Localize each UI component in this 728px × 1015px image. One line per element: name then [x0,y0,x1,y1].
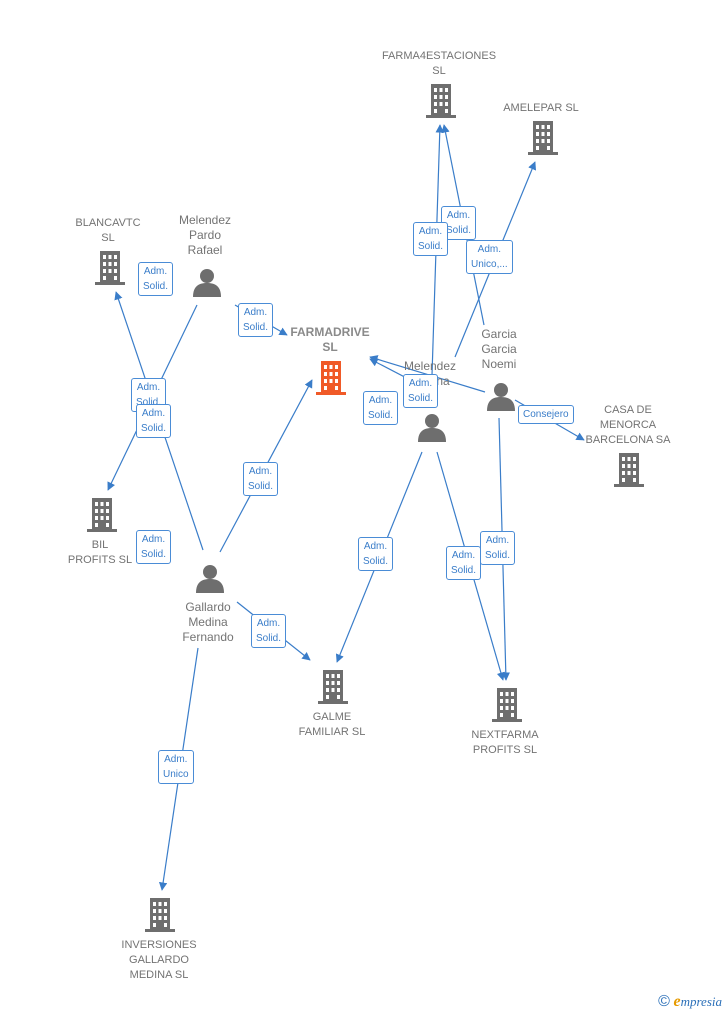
blancavtc-label[interactable]: BLANCAVTC SL [75,217,141,244]
relation-badge[interactable]: Adm. Solid. [413,222,449,256]
relation-badge[interactable]: Adm. Solid. [403,374,439,408]
bil-profits-label[interactable]: BIL PROFITS SL [67,539,133,566]
farmadrive-building-icon[interactable] [316,361,346,395]
relation-badge[interactable]: Adm. Solid. [136,404,172,438]
melendez-pardo-person-icon[interactable] [193,269,221,297]
casa-menorca-building-icon[interactable] [614,453,644,487]
copyright-symbol: © [658,993,670,1010]
inversiones-label[interactable]: INVERSIONES GALLARDO MEDINA SL [121,939,197,981]
garcia-label[interactable]: Garcia Garcia Noemi [481,327,517,371]
gallardo-label[interactable]: Gallardo Medina Fernando [182,600,234,644]
bil-profits-building-icon[interactable] [87,498,117,532]
blancavtc-building-icon[interactable] [95,251,125,285]
relation-badge[interactable]: Adm. Solid. [136,530,172,564]
farma4estaciones-building-icon[interactable] [426,84,456,118]
nextfarma-building-icon[interactable] [492,688,522,722]
relation-badge[interactable]: Adm. Solid. [238,303,274,337]
garcia-person-icon[interactable] [487,383,515,411]
nextfarma-label[interactable]: NEXTFARMA PROFITS SL [471,729,539,756]
galme-label[interactable]: GALME FAMILIAR SL [298,711,366,738]
relation-badge[interactable]: Consejero [518,405,574,424]
brand-e-logo: e [673,993,681,1010]
melendez-pardo-label[interactable]: Melendez Pardo Rafael [178,213,232,257]
relation-badge[interactable]: Adm. Unico [158,750,194,784]
brand-name: mpresia [680,994,722,1009]
amelepar-building-icon[interactable] [528,121,558,155]
relation-badge[interactable]: Adm. Solid. [446,546,482,580]
relation-badge[interactable]: Adm. Solid. [480,531,516,565]
relation-badge[interactable]: Adm. Solid. [138,262,174,296]
gallardo-person-icon[interactable] [196,565,224,593]
melendez-medina-person-icon[interactable] [418,414,446,442]
relation-badge[interactable]: Adm. Solid. [243,462,279,496]
relation-badge[interactable]: Adm. Unico,... [466,240,513,274]
relation-badge[interactable]: Adm. Solid. [358,537,394,571]
inversiones-building-icon[interactable] [145,898,175,932]
amelepar-label[interactable]: AMELEPAR SL [503,102,579,114]
farma4estaciones-label[interactable]: FARMA4ESTACIONES SL [381,50,497,77]
copyright-brand[interactable]: © empresia [658,993,722,1011]
galme-building-icon[interactable] [318,670,348,704]
relation-badge[interactable]: Adm. Solid. [363,391,399,425]
farmadrive-label[interactable]: FARMADRIVE SL [290,325,370,354]
relation-badge[interactable]: Adm. Solid. [251,614,287,648]
casa-menorca-label[interactable]: CASA DE MENORCA BARCELONA SA [585,404,671,446]
